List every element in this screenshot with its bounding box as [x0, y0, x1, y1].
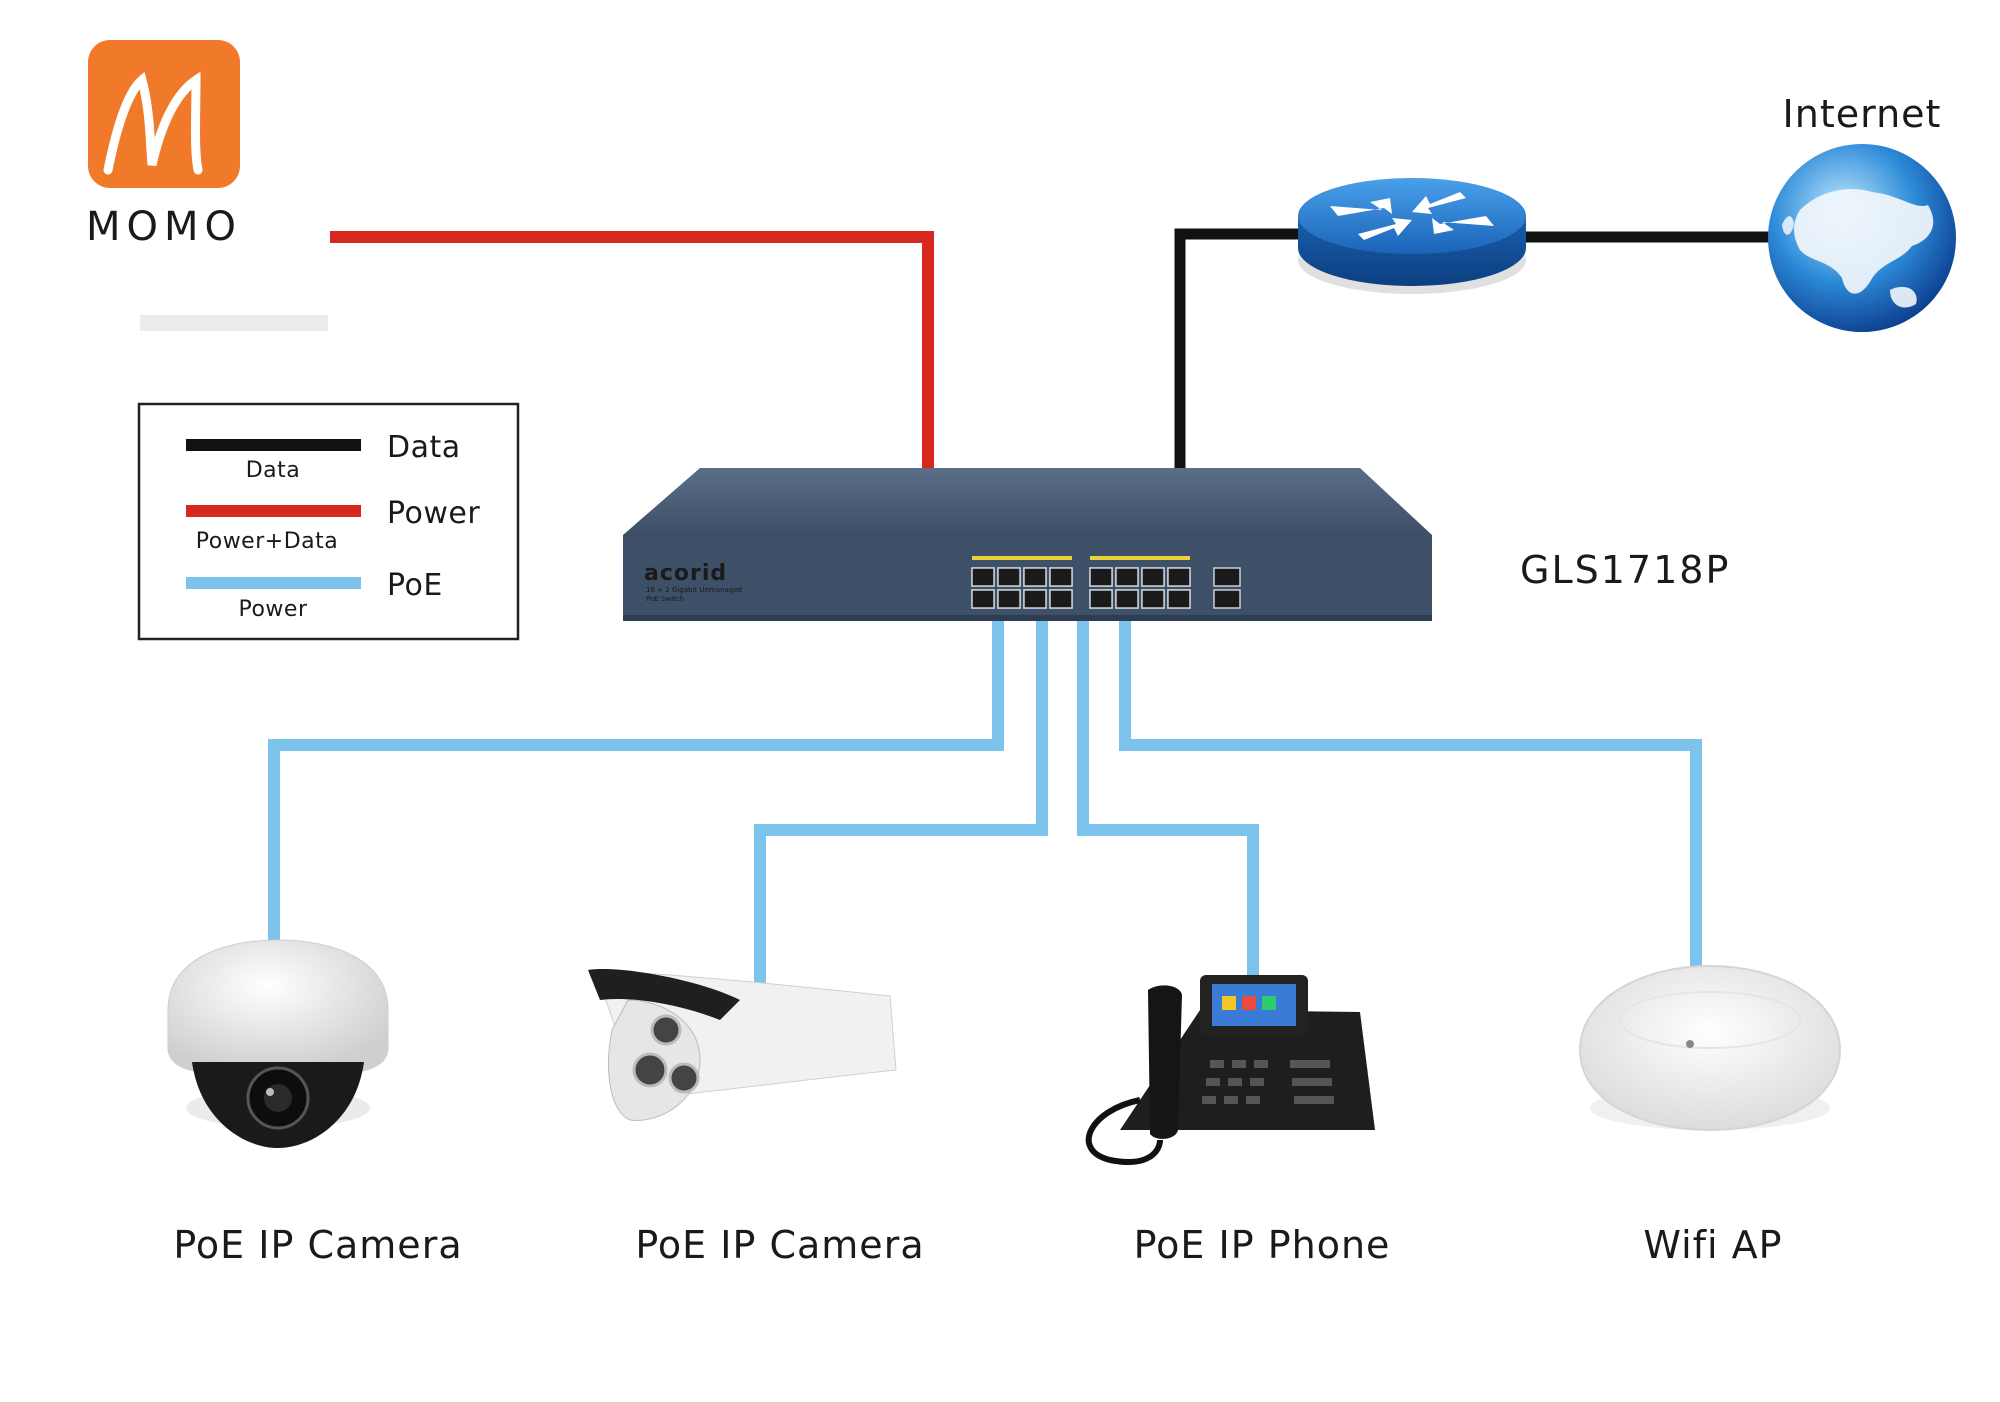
- switch-port: [1089, 567, 1113, 587]
- switch-port-group: [971, 556, 1241, 609]
- switch-port: [1167, 567, 1191, 587]
- ip-phone-icon: [1085, 975, 1375, 1165]
- switch-port: [1049, 589, 1073, 609]
- legend-swatch-power: [186, 505, 361, 517]
- switch-led-strip: [1090, 556, 1190, 560]
- legend-box: Data Data Power Power+Data PoE Power: [137, 402, 520, 641]
- switch-port: [971, 589, 995, 609]
- legend-sublabel-poe: Power: [238, 597, 307, 622]
- poe-line-phone: [1077, 620, 1259, 975]
- poe-line-camera-1: [268, 620, 1004, 945]
- legend-swatch-data: [186, 439, 361, 451]
- poe-line-camera-2: [754, 620, 1048, 985]
- device-label-camera-2: PoE IP Camera: [635, 1223, 924, 1267]
- switch-subtitle-2: PoE Switch: [646, 595, 684, 603]
- switch-led-strip: [972, 556, 1072, 560]
- switch-uplink-port: [1213, 567, 1241, 587]
- switch-port: [1049, 567, 1073, 587]
- internet-label: Internet: [1783, 92, 1942, 136]
- switch-port: [971, 567, 995, 587]
- switch-uplink-port: [1213, 589, 1241, 609]
- nvr-device-edge: [140, 315, 328, 331]
- legend-label-power: Power: [387, 496, 480, 531]
- bullet-camera-icon: [588, 969, 897, 1121]
- dome-camera-icon: [167, 939, 389, 1148]
- wifi-ap-icon: [1578, 964, 1842, 1132]
- device-labels: PoE IP Camera PoE IP Camera PoE IP Phone…: [173, 1223, 1782, 1267]
- switch-port: [1115, 567, 1139, 587]
- legend-label-data: Data: [387, 430, 461, 465]
- router-arrows: [1330, 192, 1494, 240]
- device-label-camera-1: PoE IP Camera: [173, 1223, 462, 1267]
- device-label-phone: PoE IP Phone: [1134, 1223, 1391, 1267]
- legend-sublabel-data: Data: [246, 458, 301, 483]
- switch-port: [997, 567, 1021, 587]
- poe-switch: acorid 16 + 2 Gigabit Unmanaged PoE Swit…: [623, 468, 1432, 621]
- momo-logo: MOMO: [86, 40, 328, 331]
- switch-brand: acorid: [644, 561, 727, 586]
- switch-port: [1023, 567, 1047, 587]
- legend-label-poe: PoE: [387, 568, 443, 603]
- power-line: [330, 231, 934, 468]
- switch-port: [1167, 589, 1191, 609]
- switch-port: [997, 589, 1021, 609]
- data-line-switch-router: [1174, 228, 1300, 468]
- poe-line-ap: [1119, 620, 1702, 970]
- connection-lines: [268, 228, 1780, 985]
- legend-sublabel-power: Power+Data: [196, 529, 338, 554]
- switch-port: [1089, 589, 1113, 609]
- logo-text: MOMO: [86, 204, 242, 250]
- switch-model-label: GLS1718P: [1520, 548, 1730, 592]
- globe-icon: [1768, 144, 1956, 332]
- switch-subtitle: 16 + 2 Gigabit Unmanaged: [646, 586, 742, 594]
- legend-swatch-poe: [186, 577, 361, 589]
- switch-port: [1141, 567, 1165, 587]
- device-label-ap: Wifi AP: [1643, 1223, 1782, 1267]
- switch-port: [1023, 589, 1047, 609]
- router-icon: [1298, 178, 1526, 294]
- switch-port: [1115, 589, 1139, 609]
- switch-port: [1141, 589, 1165, 609]
- logo-m-mark: [103, 71, 203, 175]
